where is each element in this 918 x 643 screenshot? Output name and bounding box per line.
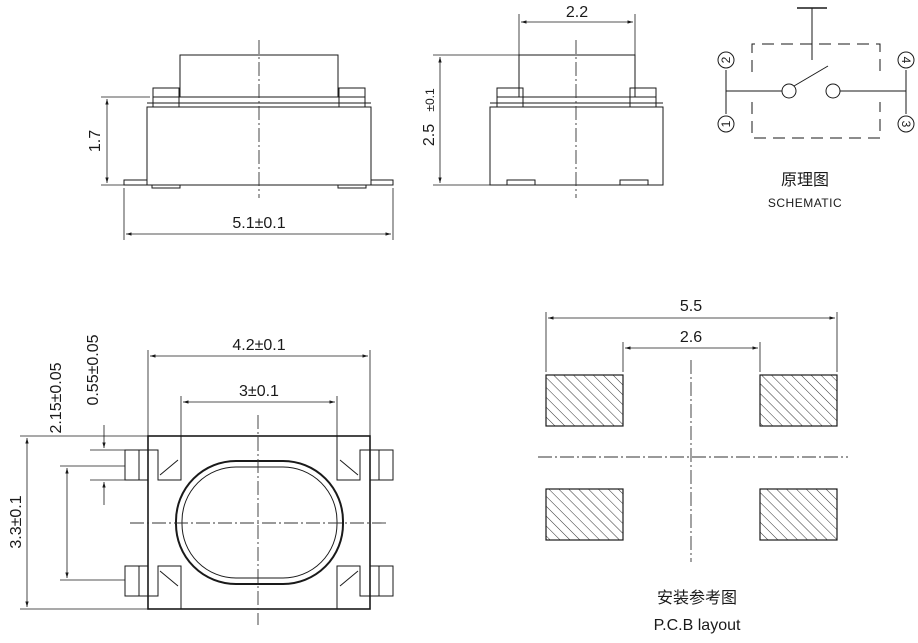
schematic-caption-en: SCHEMATIC — [768, 196, 842, 210]
schematic-pin-4: 4 — [899, 57, 913, 64]
top-pin-br — [369, 565, 394, 597]
pcb-pad-br — [759, 488, 838, 541]
pcb-inner-dim: 2.6 — [680, 329, 702, 346]
front-height-dim: 1.7 — [87, 130, 104, 152]
side-terminal-right — [619, 179, 649, 186]
top-pin-bl — [124, 565, 149, 597]
pcb-pad-tr — [759, 374, 838, 427]
front-view: 1.7 5.1±0.1 — [87, 40, 394, 240]
front-width-dim: 5.1±0.1 — [232, 215, 285, 232]
side-view: 2.2 2.5 ±0.1 — [421, 4, 664, 198]
side-actuator — [518, 54, 636, 98]
schematic-pin-3: 3 — [899, 121, 913, 128]
top-pin-tl — [124, 449, 149, 481]
pcb-outer-dim: 5.5 — [680, 298, 702, 315]
pcb-caption-en: P.C.B layout — [654, 617, 741, 634]
top-body — [147, 435, 371, 610]
top-pin-offset-dim: 2.15±0.05 — [48, 362, 65, 433]
top-pin-width-dim: 0.55±0.05 — [85, 334, 102, 405]
pcb-pad-bl — [545, 488, 624, 541]
schematic-caption-cn: 原理图 — [781, 170, 829, 189]
top-actuator-outer — [175, 460, 344, 585]
top-view: 4.2±0.1 3±0.1 3.3±0.1 2.15±0.05 0.55±0.0… — [8, 334, 394, 625]
front-terminal-left — [123, 179, 148, 186]
top-width-dim: 4.2±0.1 — [232, 337, 285, 354]
side-height-dim: 2.5 — [421, 124, 438, 146]
pcb-caption-cn: 安装参考图 — [657, 588, 737, 607]
pcb-pad-tl — [545, 374, 624, 427]
schematic-pin-2: 2 — [719, 56, 733, 63]
side-height-tol: ±0.1 — [423, 88, 437, 112]
top-pin-tr — [369, 449, 394, 481]
front-terminal-right — [370, 179, 394, 186]
side-body — [489, 106, 664, 186]
side-top-dim: 2.2 — [566, 4, 588, 21]
pcb-layout: 5.5 2.6 安装参考图 P.C.B layout — [538, 298, 848, 634]
top-inner-dim: 3±0.1 — [239, 383, 279, 400]
schematic-pin-1: 1 — [719, 120, 733, 127]
top-height-dim: 3.3±0.1 — [8, 495, 25, 548]
top-actuator-inner — [181, 466, 338, 579]
schematic: 2 1 4 3 原理图 SCHEMATIC — [717, 7, 915, 210]
side-terminal-left — [506, 179, 536, 186]
